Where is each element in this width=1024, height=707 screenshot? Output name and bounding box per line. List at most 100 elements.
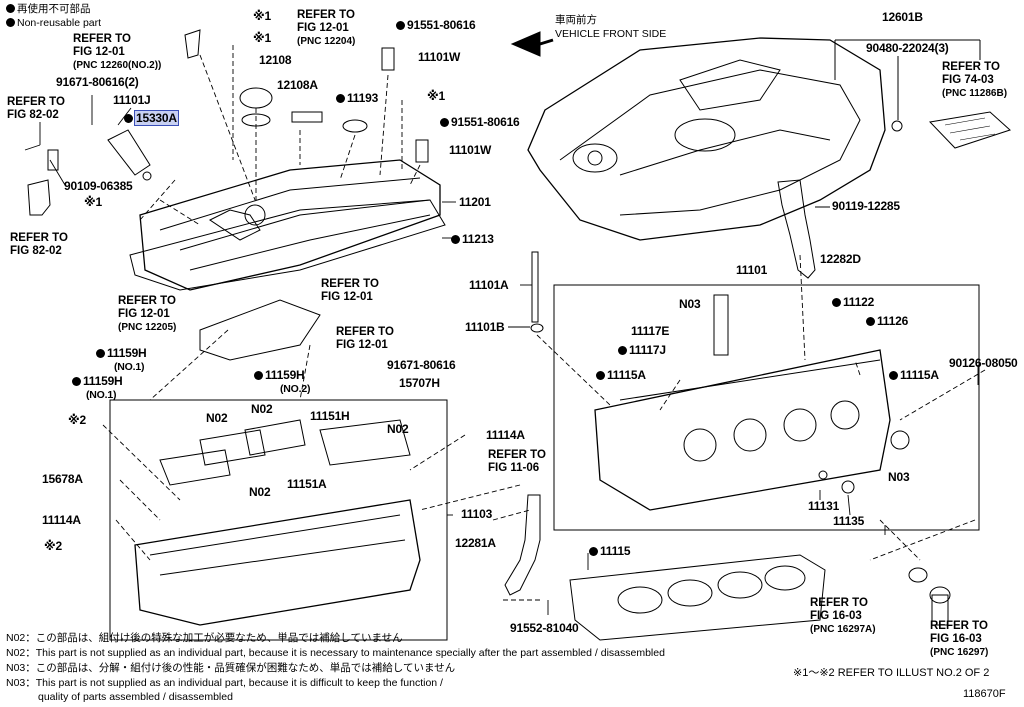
- part-11117j[interactable]: 11117J: [618, 344, 666, 357]
- non-reusable-dot-icon: [440, 118, 449, 127]
- label-no1-b: (NO.1): [86, 389, 117, 401]
- part-11201[interactable]: 11201: [459, 195, 491, 209]
- non-reusable-dot-icon: [124, 114, 133, 123]
- mark-2-a: ※2: [68, 413, 86, 427]
- mark-1-b: ※1: [253, 9, 271, 23]
- legend-reusable: 再使用不可部品: [6, 3, 91, 16]
- part-11101w-b[interactable]: 11101W: [449, 143, 492, 157]
- part-11159h-no1-a[interactable]: 11159H: [96, 347, 147, 360]
- non-reusable-dot-icon: [618, 346, 627, 355]
- breather-plate: [199, 299, 321, 361]
- mark-1-c: ※1: [253, 31, 271, 45]
- part-91671-80616-2[interactable]: 91671-80616(2): [56, 75, 139, 89]
- part-11193[interactable]: 11193: [336, 92, 378, 105]
- note-line-4: N03：This part is not supplied as an indi…: [6, 677, 443, 689]
- note-line-3: N03：この部品は、分解・組付け後の性能・品質確保が困難なため、単品では補給して…: [6, 662, 456, 674]
- part-12281a[interactable]: 12281A: [455, 536, 496, 550]
- part-11131[interactable]: 11131: [808, 499, 840, 513]
- note-n03-b: N03: [888, 470, 910, 484]
- part-11115a-left[interactable]: 11115A: [596, 369, 646, 382]
- non-reusable-dot-icon: [336, 94, 345, 103]
- part-11101a[interactable]: 11101A: [469, 278, 509, 292]
- bearing-cap-c: [244, 419, 306, 456]
- refer-fig82-02-top[interactable]: REFER TO FIG 82-02: [7, 96, 65, 121]
- non-reusable-dot-icon: [396, 21, 405, 30]
- part-11115a-right[interactable]: 11115A: [889, 369, 939, 382]
- non-reusable-dot-icon: [832, 298, 841, 307]
- ocv-valve: [107, 129, 151, 176]
- part-15330a-highlighted[interactable]: 15330A: [124, 110, 179, 126]
- part-11126[interactable]: 11126: [866, 315, 908, 328]
- cam-housing: [134, 499, 421, 626]
- part-11114a-b[interactable]: 11114A: [42, 513, 81, 527]
- refer-fig12-01-pnc12205[interactable]: REFER TO FIG 12-01 (PNC 12205): [118, 295, 177, 333]
- part-11159h-no2[interactable]: 11159H: [254, 369, 305, 382]
- part-15707h[interactable]: 15707H: [399, 376, 440, 390]
- filled-dot-icon: [6, 4, 15, 13]
- non-reusable-dot-icon: [96, 349, 105, 358]
- part-12108a[interactable]: 12108A: [277, 78, 318, 92]
- part-11115[interactable]: 11115: [589, 545, 631, 558]
- non-reusable-dot-icon: [451, 235, 460, 244]
- part-90480-22024[interactable]: 90480-22024(3): [866, 41, 949, 55]
- part-11101b[interactable]: 11101B: [465, 320, 505, 334]
- part-11122[interactable]: 11122: [832, 296, 874, 309]
- part-12601b[interactable]: 12601B: [882, 10, 923, 24]
- part-11159h-no1-b[interactable]: 11159H: [72, 375, 123, 388]
- cylinder-head: [594, 349, 891, 511]
- part-91551-80616-a[interactable]: 91551-80616: [396, 19, 476, 32]
- refer-fig12-01-pnc12204[interactable]: REFER TO FIG 12-01 (PNC 12204): [297, 9, 356, 47]
- mark-1-a: ※1: [84, 195, 102, 209]
- note-n03-a: N03: [679, 297, 701, 311]
- part-11117e[interactable]: 11117E: [631, 324, 670, 338]
- refer-fig74-03[interactable]: REFER TO FIG 74-03 (PNC 11286B): [942, 61, 1008, 99]
- part-11101[interactable]: 11101: [736, 263, 768, 277]
- part-90126-08050[interactable]: 90126-08050: [949, 356, 1018, 370]
- part-11101w-a[interactable]: 11101W: [418, 50, 461, 64]
- part-90109-06385[interactable]: 90109-06385: [64, 179, 133, 193]
- part-11103[interactable]: 11103: [461, 507, 493, 521]
- refer-fig16-03-pnc16297[interactable]: REFER TO FIG 16-03 (PNC 16297): [930, 620, 989, 658]
- part-12282d[interactable]: 12282D: [820, 252, 861, 266]
- part-11135[interactable]: 11135: [833, 514, 865, 528]
- insulator-pad: [928, 111, 1011, 149]
- refer-fig12-01-b[interactable]: REFER TO FIG 12-01: [336, 326, 394, 351]
- note-n02-a: N02: [206, 411, 228, 425]
- part-15678a[interactable]: 15678A: [42, 472, 83, 486]
- part-11151a[interactable]: 11151A: [287, 477, 327, 491]
- note-n02-b: N02: [251, 402, 273, 416]
- mark-2-b: ※2: [44, 539, 62, 553]
- refer-fig82-02-bottom[interactable]: REFER TO FIG 82-02: [10, 232, 68, 257]
- head-cover-gasket: [129, 199, 446, 291]
- bearing-cap-d: [319, 419, 411, 466]
- refer-fig11-06[interactable]: REFER TO FIG 11-06: [488, 449, 546, 474]
- head-cover: [139, 159, 441, 291]
- part-91551-80616-b[interactable]: 91551-80616: [440, 116, 520, 129]
- note-line-2: N02：This part is not supplied as an indi…: [6, 647, 665, 659]
- filled-dot-icon: [6, 18, 15, 27]
- refer-fig16-03-pnc16297a[interactable]: REFER TO FIG 16-03 (PNC 16297A): [810, 597, 876, 635]
- part-91671-80616[interactable]: 91671-80616: [387, 358, 456, 372]
- illustration-number: 118670F: [963, 688, 1006, 700]
- mark-1-d: ※1: [427, 89, 445, 103]
- non-reusable-dot-icon: [589, 547, 598, 556]
- engine-cover: [527, 37, 886, 241]
- non-reusable-dot-icon: [596, 371, 605, 380]
- refer-illust-note: ※1～※2 REFER TO ILLUST NO.2 OF 2: [793, 667, 990, 679]
- note-line-5: quality of parts assembled / disassemble…: [38, 691, 233, 703]
- non-reusable-dot-icon: [866, 317, 875, 326]
- head-gasket: [569, 554, 826, 641]
- refer-fig12-01-pnc12260[interactable]: REFER TO FIG 12-01 (PNC 12260(NO.2)): [73, 33, 162, 71]
- part-11114a-a[interactable]: 11114A: [486, 428, 525, 442]
- vehicle-front-jp: 車両前方: [555, 14, 597, 26]
- vehicle-front-en: VEHICLE FRONT SIDE: [555, 28, 667, 40]
- part-11101j[interactable]: 11101J: [113, 93, 151, 107]
- part-11213[interactable]: 11213: [451, 233, 494, 246]
- part-11151h[interactable]: 11151H: [310, 409, 350, 423]
- refer-fig12-01-a[interactable]: REFER TO FIG 12-01: [321, 278, 379, 303]
- part-90119-12285[interactable]: 90119-12285: [832, 199, 900, 213]
- part-91552-81040[interactable]: 91552-81040: [510, 621, 579, 635]
- part-12108[interactable]: 12108: [259, 53, 292, 67]
- non-reusable-dot-icon: [72, 377, 81, 386]
